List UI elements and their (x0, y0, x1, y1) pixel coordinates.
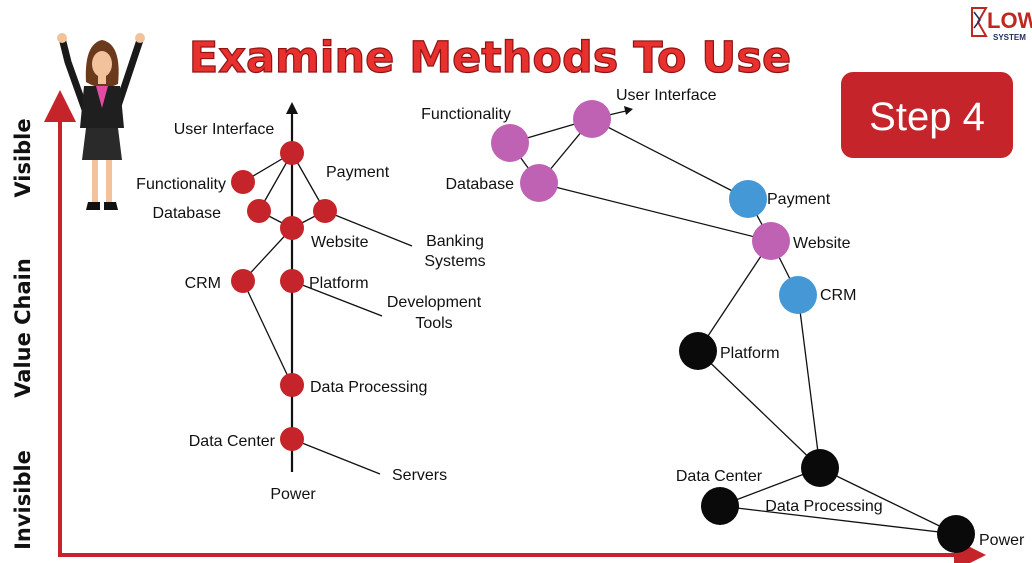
left-label-devtools-line2: Tools (415, 315, 452, 332)
right-node-user-interface (573, 100, 611, 138)
right-label-user-interface: User Interface (616, 87, 717, 104)
right-label-website: Website (793, 235, 851, 252)
flow-system-logo: LOW SYSTEM (971, 7, 1032, 42)
left-label-banking-line2: Systems (424, 253, 485, 270)
left-label-platform: Platform (309, 275, 369, 292)
left-label-user-interface: User Interface (174, 121, 275, 138)
left-node-data-processing (280, 373, 304, 397)
left-label-website: Website (311, 234, 369, 251)
right-label-data-center: Data Center (676, 468, 763, 485)
axis-label-visible: Visible (11, 118, 35, 197)
right-label-data-processing: Data Processing (765, 498, 882, 515)
right-node-database (520, 164, 558, 202)
left-label-power: Power (270, 486, 316, 503)
logo-mark-icon (971, 7, 988, 37)
right-label-payment: Payment (767, 191, 831, 208)
left-node-user-interface (280, 141, 304, 165)
left-node-functionality (231, 170, 255, 194)
step-badge: Step 4 (841, 72, 1013, 158)
right-label-crm: CRM (820, 287, 856, 304)
right-node-data-processing (801, 449, 839, 487)
right-node-payment (729, 180, 767, 218)
slide-title: Examine Methods To Use (189, 33, 791, 83)
left-label-servers: Servers (392, 467, 447, 484)
right-label-database: Database (446, 176, 515, 193)
right-node-functionality (491, 124, 529, 162)
step-badge-label: Step 4 (869, 95, 985, 139)
left-label-payment: Payment (326, 164, 390, 181)
chart-axes: Visible Value Chain Invisible (11, 90, 986, 563)
axis-label-invisible: Invisible (11, 450, 35, 550)
right-node-data-center (701, 487, 739, 525)
left-node-website (280, 216, 304, 240)
left-map-axis-arrowhead (286, 102, 298, 114)
logo-text: LOW (987, 8, 1032, 33)
right-node-website (752, 222, 790, 260)
axis-label-value-chain: Value Chain (11, 258, 35, 398)
left-label-devtools-line1: Development (387, 294, 482, 311)
right-label-platform: Platform (720, 345, 780, 362)
left-node-platform (280, 269, 304, 293)
logo-subtext: SYSTEM (993, 33, 1026, 42)
left-label-data-processing: Data Processing (310, 379, 427, 396)
left-node-data-center (280, 427, 304, 451)
left-node-crm (231, 269, 255, 293)
right-label-power: Power (979, 532, 1025, 549)
right-label-functionality: Functionality (421, 106, 511, 123)
left-node-payment (313, 199, 337, 223)
right-node-platform (679, 332, 717, 370)
left-label-data-center: Data Center (189, 433, 276, 450)
left-label-crm: CRM (185, 275, 221, 292)
right-node-power (937, 515, 975, 553)
left-value-chain-map: User Interface Functionality Database Pa… (136, 102, 486, 503)
right-value-chain-map: User Interface Functionality Database Pa… (421, 87, 1025, 553)
right-node-crm (779, 276, 817, 314)
businesswoman-figure (57, 33, 145, 210)
left-label-database: Database (153, 205, 222, 222)
left-label-functionality: Functionality (136, 176, 226, 193)
left-node-database (247, 199, 271, 223)
left-label-banking-line1: Banking (426, 233, 484, 250)
